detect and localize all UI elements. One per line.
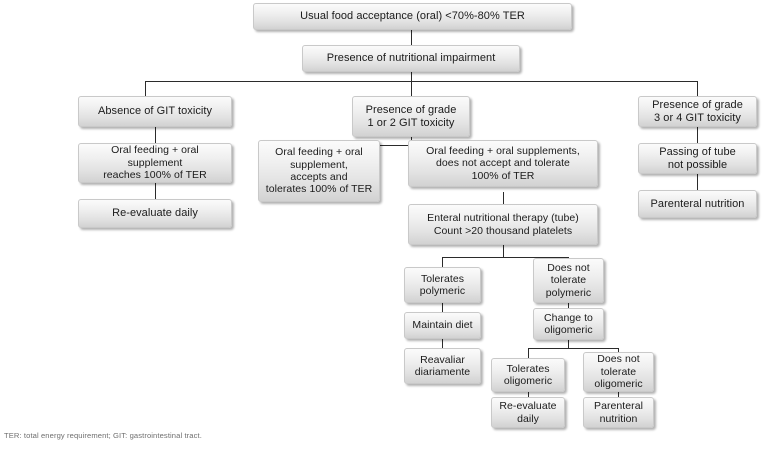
node-parenteral-nutrition-oligomeric-label: Parenteral nutrition bbox=[594, 400, 643, 425]
connector-change-down bbox=[568, 340, 570, 349]
node-tolerates-oligomeric-label: Tolerates oligomeric bbox=[503, 362, 553, 387]
node-does-not-tolerate-oligomeric[interactable]: Does not tolerate oligomeric bbox=[583, 352, 654, 392]
connector-nottolpoly-to-change bbox=[568, 303, 570, 308]
connector-right-2 bbox=[697, 173, 699, 190]
connector-right-1 bbox=[697, 127, 699, 143]
node-enteral-nutritional-therapy[interactable]: Enteral nutritional therapy (tube) Count… bbox=[408, 204, 598, 245]
node-reavaliar-diariamente[interactable]: Reavaliar diariamente bbox=[404, 348, 481, 384]
connector-notaccept-to-enteral bbox=[503, 192, 505, 204]
node-nutritional-impairment[interactable]: Presence of nutritional impairment bbox=[302, 45, 520, 72]
connector-tolpoly-to-maintain bbox=[442, 303, 444, 312]
node-does-not-accept-100-label: Oral feeding + oral supplements, does no… bbox=[426, 144, 580, 182]
node-root-label: Usual food acceptance (oral) <70%-80% TE… bbox=[300, 10, 525, 22]
connector-left-1 bbox=[155, 127, 157, 143]
node-root[interactable]: Usual food acceptance (oral) <70%-80% TE… bbox=[253, 3, 572, 30]
node-maintain-diet[interactable]: Maintain diet bbox=[404, 312, 481, 339]
node-reevaluate-daily-oligomeric-label: Re-evaluate daily bbox=[499, 400, 557, 425]
node-reavaliar-diariamente-label: Reavaliar diariamente bbox=[414, 353, 471, 378]
node-tolerates-oligomeric[interactable]: Tolerates oligomeric bbox=[491, 358, 565, 392]
connector-bus-to-tolerates-oligo bbox=[528, 348, 530, 358]
node-maintain-diet-label: Maintain diet bbox=[412, 319, 473, 332]
connector-main-bus bbox=[145, 81, 698, 83]
connector-bus-to-right bbox=[697, 81, 699, 97]
connector-polymeric-bus bbox=[442, 257, 569, 259]
node-absence-git-toxicity-label: Absence of GIT toxicity bbox=[97, 105, 213, 117]
node-oral-supplement-100-label: Oral feeding + oral supplement reaches 1… bbox=[103, 144, 207, 182]
node-change-to-oligomeric[interactable]: Change to oligomeric bbox=[533, 308, 604, 340]
node-enteral-nutritional-therapy-label: Enteral nutritional therapy (tube) Count… bbox=[427, 212, 579, 237]
node-does-not-tolerate-polymeric[interactable]: Does not tolerate polymeric bbox=[533, 258, 604, 303]
node-parenteral-nutrition-right-label: Parenteral nutrition bbox=[650, 197, 745, 210]
connector-impairment-to-bus bbox=[411, 71, 413, 82]
node-nutritional-impairment-label: Presence of nutritional impairment bbox=[326, 52, 496, 64]
node-tolerates-polymeric[interactable]: Tolerates polymeric bbox=[404, 267, 481, 303]
connector-maintain-to-reavaliar bbox=[442, 339, 444, 348]
node-tolerates-polymeric-label: Tolerates polymeric bbox=[419, 272, 466, 297]
connector-oligomeric-bus bbox=[528, 348, 619, 350]
node-does-not-tolerate-polymeric-label: Does not tolerate polymeric bbox=[545, 261, 592, 299]
connector-root-to-impairment bbox=[411, 29, 413, 45]
node-grade-3-4-toxicity[interactable]: Presence of grade 3 or 4 GIT toxicity bbox=[638, 96, 757, 127]
node-oral-supplement-100[interactable]: Oral feeding + oral supplement reaches 1… bbox=[78, 143, 232, 183]
connector-bus-to-tolerates-poly bbox=[442, 257, 444, 268]
node-grade-3-4-toxicity-label: Presence of grade 3 or 4 GIT toxicity bbox=[652, 98, 743, 124]
figure-footnote: TER: total energy requirement; GIT: gast… bbox=[4, 431, 202, 440]
node-passing-tube-not-possible[interactable]: Passing of tube not possible bbox=[638, 143, 757, 174]
node-does-not-tolerate-oligomeric-label: Does not tolerate oligomeric bbox=[594, 353, 643, 391]
node-parenteral-nutrition-right[interactable]: Parenteral nutrition bbox=[638, 190, 757, 218]
node-absence-git-toxicity[interactable]: Absence of GIT toxicity bbox=[78, 96, 232, 127]
connector-enteral-down bbox=[503, 244, 505, 258]
node-change-to-oligomeric-label: Change to oligomeric bbox=[544, 311, 593, 336]
connector-bus-to-left bbox=[145, 81, 147, 97]
node-accepts-tolerates-100[interactable]: Oral feeding + oral supplement, accepts … bbox=[258, 140, 380, 202]
node-does-not-accept-100[interactable]: Oral feeding + oral supplements, does no… bbox=[408, 140, 598, 187]
node-reevaluate-daily-left-label: Re-evaluate daily bbox=[112, 207, 198, 219]
connector-nottololigo-to-parenteral bbox=[618, 392, 620, 397]
connector-left-2 bbox=[155, 183, 157, 199]
node-grade-1-2-toxicity[interactable]: Presence of grade 1 or 2 GIT toxicity bbox=[352, 96, 470, 137]
node-reevaluate-daily-left[interactable]: Re-evaluate daily bbox=[78, 199, 232, 228]
node-passing-tube-not-possible-label: Passing of tube not possible bbox=[659, 145, 736, 171]
node-grade-1-2-toxicity-label: Presence of grade 1 or 2 GIT toxicity bbox=[365, 103, 457, 129]
connector-bus-to-center bbox=[411, 81, 413, 97]
node-accepts-tolerates-100-label: Oral feeding + oral supplement, accepts … bbox=[265, 146, 373, 196]
node-reevaluate-daily-oligomeric[interactable]: Re-evaluate daily bbox=[491, 397, 565, 428]
node-parenteral-nutrition-oligomeric[interactable]: Parenteral nutrition bbox=[583, 397, 654, 428]
connector-tololigo-to-reevaluate bbox=[528, 392, 530, 397]
